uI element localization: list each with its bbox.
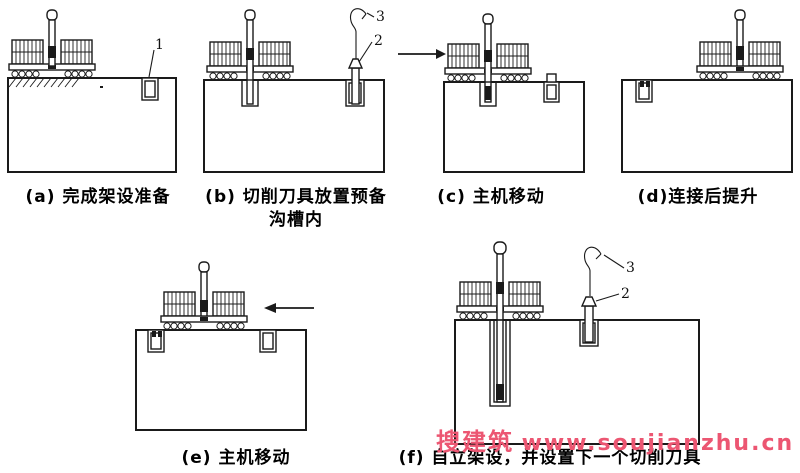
tool-slot <box>543 73 560 103</box>
caption-c: (c) 主机移动 <box>437 187 545 207</box>
kelly-bar <box>48 19 56 67</box>
watermark: 搜建筑 www.soujianzhu.cn <box>436 422 794 457</box>
pile-machine <box>158 261 250 331</box>
kelly-bar <box>484 23 492 103</box>
pile-machine <box>204 9 296 105</box>
hook-icon <box>583 246 602 296</box>
ground-hatch <box>8 77 80 88</box>
pile-machine <box>6 9 98 79</box>
kelly-bar <box>736 19 744 67</box>
trench-block <box>443 81 585 173</box>
kelly-bar <box>246 19 254 105</box>
panel-f-drawing: 3 2 <box>454 241 700 445</box>
callout-1-label: 1 <box>155 37 164 53</box>
callout-2: 2 <box>595 286 630 302</box>
callout-3-label: 3 <box>376 9 385 25</box>
callout-2: 2 <box>358 33 383 63</box>
deep-slot <box>489 319 511 407</box>
caption-f: (f) 自立架设，并设置下一个切削刀具 <box>398 448 702 468</box>
kelly-bar <box>200 271 208 317</box>
cutting-tool <box>347 58 364 105</box>
watermark-url: www.soujianzhu.cn <box>521 431 795 456</box>
panel-b-drawing: 3 2 <box>203 8 385 173</box>
machine-slot <box>241 79 259 107</box>
caption-a: (a) 完成架设准备 <box>25 187 171 207</box>
machine-slot <box>479 81 497 107</box>
kelly-cap <box>244 9 256 21</box>
kelly-cap <box>493 241 507 255</box>
panel-a-drawing: 1 <box>6 9 177 173</box>
prepared-slot <box>141 77 159 101</box>
kelly-cap <box>734 9 746 21</box>
callout-2-label: 2 <box>374 33 383 49</box>
kelly-cap <box>46 9 58 21</box>
callout-1: 1 <box>148 37 164 78</box>
cutting-tool <box>580 296 598 343</box>
move-right-arrow-icon <box>398 49 446 59</box>
kelly-bar <box>496 253 504 403</box>
callout-3: 3 <box>603 254 635 276</box>
tool-stub <box>546 73 557 83</box>
caption-d: (d)连接后提升 <box>637 187 759 207</box>
caption-b: (b) 切削刀具放置预备 沟槽内 <box>192 186 400 232</box>
callout-3: 3 <box>366 9 385 25</box>
trench-block <box>454 319 700 445</box>
pile-machine <box>694 9 786 81</box>
pile-machine <box>442 13 534 103</box>
caption-b-line2: 沟槽内 <box>269 210 323 230</box>
kelly-cap <box>482 13 494 25</box>
empty-slot <box>635 79 653 103</box>
left-slot <box>147 329 165 353</box>
caption-e: (e) 主机移动 <box>181 448 291 468</box>
hook-icon <box>349 8 367 59</box>
pile-machine <box>454 241 546 403</box>
kelly-cap <box>198 261 210 273</box>
callout-2-label: 2 <box>621 286 630 302</box>
callout-3-label: 3 <box>626 260 635 276</box>
watermark-site-name: 搜建筑 <box>436 428 514 456</box>
caption-b-line1: (b) 切削刀具放置预备 <box>205 187 387 207</box>
panel-c-drawing <box>398 13 585 173</box>
panel-d-drawing <box>621 9 793 173</box>
panel-e-drawing <box>135 261 314 431</box>
right-slot <box>259 329 277 353</box>
move-left-arrow-icon <box>264 303 314 313</box>
